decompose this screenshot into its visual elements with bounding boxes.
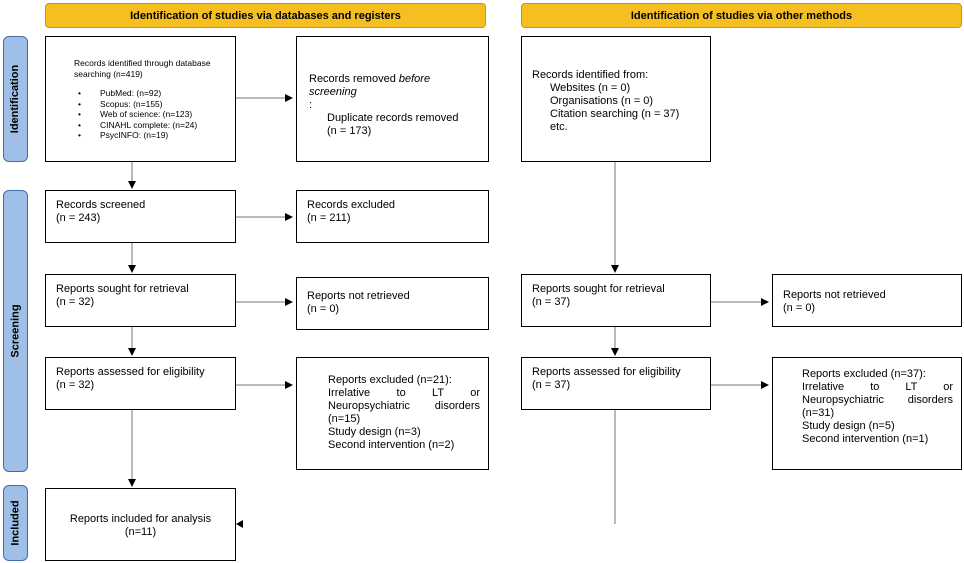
other-reports-excluded-reason-3: Second intervention (n=1)	[802, 433, 929, 445]
other-source-item: Citation searching (n = 37)	[550, 108, 680, 120]
database-item: PsycINFO: (n=19)	[74, 130, 225, 141]
stage-included-label: Included	[9, 500, 22, 546]
reports-not-retrieved-box: Reports not retrieved (n = 0)	[296, 277, 489, 330]
header-other-methods: Identification of studies via other meth…	[521, 3, 962, 28]
excluded-count: (n = 211)	[307, 212, 351, 224]
reports-excluded-reason-3: Second intervention (n=2)	[328, 439, 455, 451]
records-identified-intro: Records identified through database sear…	[74, 58, 211, 79]
other-reports-sought-box: Reports sought for retrieval (n = 37)	[521, 274, 711, 327]
stage-identification: Identification	[3, 36, 28, 162]
screened-count: (n = 243)	[56, 212, 101, 224]
other-reports-excluded-title: Reports excluded (n=37):	[802, 368, 926, 380]
other-assessed-count: (n = 37)	[532, 379, 571, 391]
other-identified-title: Records identified from:	[532, 69, 649, 81]
stage-identification-label: Identification	[9, 64, 22, 134]
arrowhead-into-included	[236, 520, 243, 528]
not-retrieved-count: (n = 0)	[307, 303, 340, 315]
other-assessed-label: Reports assessed for eligibility	[532, 366, 681, 378]
header-databases-text: Identification of studies via databases …	[130, 9, 401, 22]
reports-sought-box: Reports sought for retrieval (n = 32)	[45, 274, 236, 327]
database-item: Scopus: (n=155)	[74, 99, 225, 110]
reports-excluded-reason-2: Study design (n=3)	[328, 426, 421, 438]
stage-screening: Screening	[3, 190, 28, 472]
other-reports-not-retrieved-box: Reports not retrieved (n = 0)	[772, 274, 962, 327]
removed-text-c: :	[309, 99, 313, 111]
stage-screening-label: Screening	[9, 304, 22, 358]
removed-text-a: Records removed	[309, 73, 399, 85]
reports-excluded-box: Reports excluded (n=21): Irrelative to L…	[296, 357, 489, 470]
excluded-label: Records excluded	[307, 199, 396, 211]
stage-included: Included	[3, 485, 28, 561]
other-not-retrieved-label: Reports not retrieved	[783, 289, 886, 301]
database-item: PubMed: (n=92)	[74, 88, 225, 99]
sought-count: (n = 32)	[56, 296, 95, 308]
reports-excluded-title: Reports excluded (n=21):	[328, 374, 452, 386]
records-identified-box: Records identified through database sear…	[45, 36, 236, 162]
other-reports-excluded-box: Reports excluded (n=37): Irrelative to L…	[772, 357, 962, 470]
screened-label: Records screened	[56, 199, 146, 211]
assessed-count: (n = 32)	[56, 379, 95, 391]
sought-label: Reports sought for retrieval	[56, 283, 189, 295]
header-databases: Identification of studies via databases …	[45, 3, 486, 28]
other-reports-assessed-box: Reports assessed for eligibility (n = 37…	[521, 357, 711, 410]
other-reports-excluded-reason-1: Irrelative to LT or Neuropsychiatric dis…	[802, 381, 953, 419]
not-retrieved-label: Reports not retrieved	[307, 290, 410, 302]
other-source-item: Websites (n = 0)	[550, 82, 631, 94]
other-sought-count: (n = 37)	[532, 296, 571, 308]
assessed-label: Reports assessed for eligibility	[56, 366, 205, 378]
removed-duplicates: Duplicate records removed	[327, 112, 459, 124]
database-list: PubMed: (n=92) Scopus: (n=155) Web of sc…	[74, 88, 225, 141]
records-excluded-box: Records excluded (n = 211)	[296, 190, 489, 243]
other-records-identified-box: Records identified from: Websites (n = 0…	[521, 36, 711, 162]
included-label: Reports included for analysis	[69, 513, 212, 525]
header-other-text: Identification of studies via other meth…	[630, 9, 853, 22]
reports-excluded-reason-1: Irrelative to LT or Neuropsychiatric dis…	[328, 387, 480, 425]
database-item: CINAHL complete: (n=24)	[74, 120, 225, 131]
included-count: (n=11)	[124, 526, 157, 538]
other-reports-excluded-reason-2: Study design (n=5)	[802, 420, 895, 432]
other-source-item: etc.	[550, 121, 568, 133]
records-removed-box: Records removed before screening : Dupli…	[296, 36, 489, 162]
removed-count: (n = 173)	[327, 125, 372, 137]
records-screened-box: Records screened (n = 243)	[45, 190, 236, 243]
other-not-retrieved-count: (n = 0)	[783, 302, 816, 314]
reports-included-box: Reports included for analysis (n=11)	[45, 488, 236, 561]
other-sought-label: Reports sought for retrieval	[532, 283, 665, 295]
database-item: Web of science: (n=123)	[74, 109, 225, 120]
reports-assessed-box: Reports assessed for eligibility (n = 32…	[45, 357, 236, 410]
removed-text-b: before screening	[309, 73, 431, 98]
other-source-item: Organisations (n = 0)	[550, 95, 654, 107]
